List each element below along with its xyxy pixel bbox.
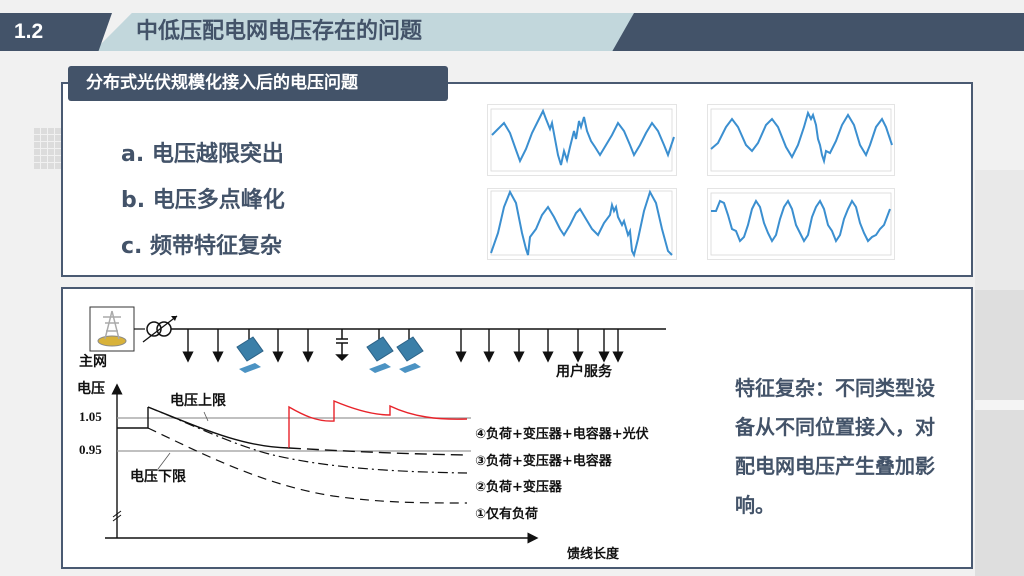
- solar-panel-icon: [366, 329, 394, 373]
- panel1-tag: 分布式光伏规模化接入后的电压问题: [68, 66, 448, 101]
- legend-item-4: ④负荷+变压器+电容器+光伏: [475, 427, 649, 442]
- problem-item-c: c. 频带特征复杂: [121, 234, 283, 259]
- bg-block: [975, 400, 1024, 410]
- voltage-problem-panel: a. 电压越限突出 b. 电压多点峰化 c. 频带特征复杂: [61, 82, 973, 277]
- solar-panel-icon: [236, 329, 264, 373]
- capacitor-icon: [335, 329, 349, 362]
- legend-item-3: ③负荷+变压器+电容器: [475, 454, 612, 469]
- section-number: 1.2: [0, 13, 112, 51]
- x-axis-label: 馈线长度: [567, 547, 620, 562]
- problem-item-a: a. 电压越限突出: [121, 142, 284, 167]
- tick-0-95: 0.95: [79, 442, 102, 457]
- voltage-profile-diagram: [89, 306, 666, 544]
- voltage-profile-panel: 主网 用户服务 电压 电压上限 电压下限 1.05 0.95 ④负荷+变压器+电…: [61, 287, 973, 569]
- tick-1-05: 1.05: [79, 409, 102, 424]
- bg-block: [975, 170, 1024, 300]
- lower-limit-label: 电压下限: [130, 469, 186, 485]
- solar-panel-icon: [396, 329, 424, 373]
- voltage-chart: [105, 383, 539, 544]
- waveform-plot-top-left: [487, 104, 677, 176]
- problem-list: a. 电压越限突出 b. 电压多点峰化 c. 频带特征复杂: [121, 132, 285, 270]
- waveform-plot-bottom-left: [487, 188, 677, 260]
- load-arrows: [182, 329, 624, 363]
- bg-block: [975, 290, 1024, 576]
- legend-item-1: ①仅有负荷: [475, 507, 539, 522]
- legend-item-2: ②负荷+变压器: [475, 480, 562, 495]
- section-header: 中低压配电网电压存在的问题 1.2: [0, 13, 1024, 51]
- main-grid-label: 主网: [79, 354, 107, 370]
- upper-limit-label: 电压上限: [170, 393, 226, 409]
- waveform-plot-bottom-right: [707, 188, 895, 260]
- user-service-label: 用户服务: [556, 364, 612, 380]
- page-title: 中低压配电网电压存在的问题: [94, 13, 634, 51]
- waveform-plot-top-right: [707, 104, 895, 176]
- problem-item-b: b. 电压多点峰化: [121, 188, 285, 213]
- main-grid-icon: [89, 306, 135, 352]
- voltage-axis-label: 电压: [77, 381, 105, 397]
- feature-description: 特征复杂：不同类型设备从不同位置接入，对配电网电压产生叠加影响。: [735, 376, 935, 517]
- header-right-bar: [608, 13, 1024, 51]
- dot-pattern: [34, 128, 61, 169]
